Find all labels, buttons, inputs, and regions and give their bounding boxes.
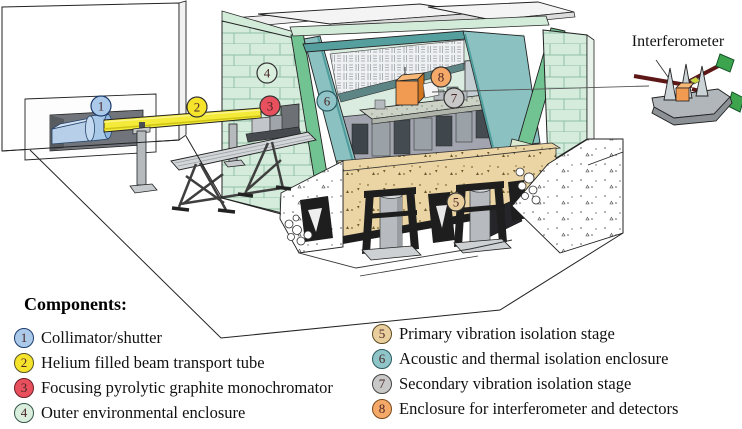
pneumatic-isolator [361, 187, 422, 261]
callouts: 1 2 3 4 5 6 7 8 [90, 62, 466, 212]
svg-text:3: 3 [267, 99, 274, 114]
callout-5: 5 [446, 192, 466, 212]
callout-8: 8 [430, 66, 452, 88]
svg-text:8: 8 [438, 70, 445, 85]
svg-text:5: 5 [453, 195, 460, 210]
interferometer-inset [633, 53, 742, 126]
detector-cylinder [715, 53, 735, 73]
monochromator [245, 103, 302, 143]
support-table [170, 131, 317, 214]
beamline-front-end [1, 0, 317, 214]
svg-text:4: 4 [264, 66, 271, 81]
callout-4: 4 [256, 62, 278, 84]
interferometer-pointer-line [431, 85, 650, 93]
svg-text:7: 7 [451, 91, 458, 106]
callout-7: 7 [443, 87, 465, 109]
interferometer-inset-label: Interferometer [631, 33, 725, 50]
svg-text:2: 2 [194, 100, 201, 115]
callout-2: 2 [186, 96, 208, 118]
pneumatic-isolator [453, 181, 512, 254]
interferometer-enclosure-box [394, 67, 440, 106]
tube-support-post [129, 122, 158, 194]
callout-6: 6 [316, 90, 338, 112]
pit-concrete-left [279, 160, 344, 254]
secondary-isolation-stage [351, 67, 506, 157]
primary-isolation-stage [279, 138, 624, 277]
callout-1: 1 [90, 95, 112, 117]
ground-outline [1, 135, 624, 339]
svg-text:1: 1 [98, 99, 105, 114]
svg-text:6: 6 [324, 94, 331, 109]
callout-3: 3 [259, 95, 281, 117]
